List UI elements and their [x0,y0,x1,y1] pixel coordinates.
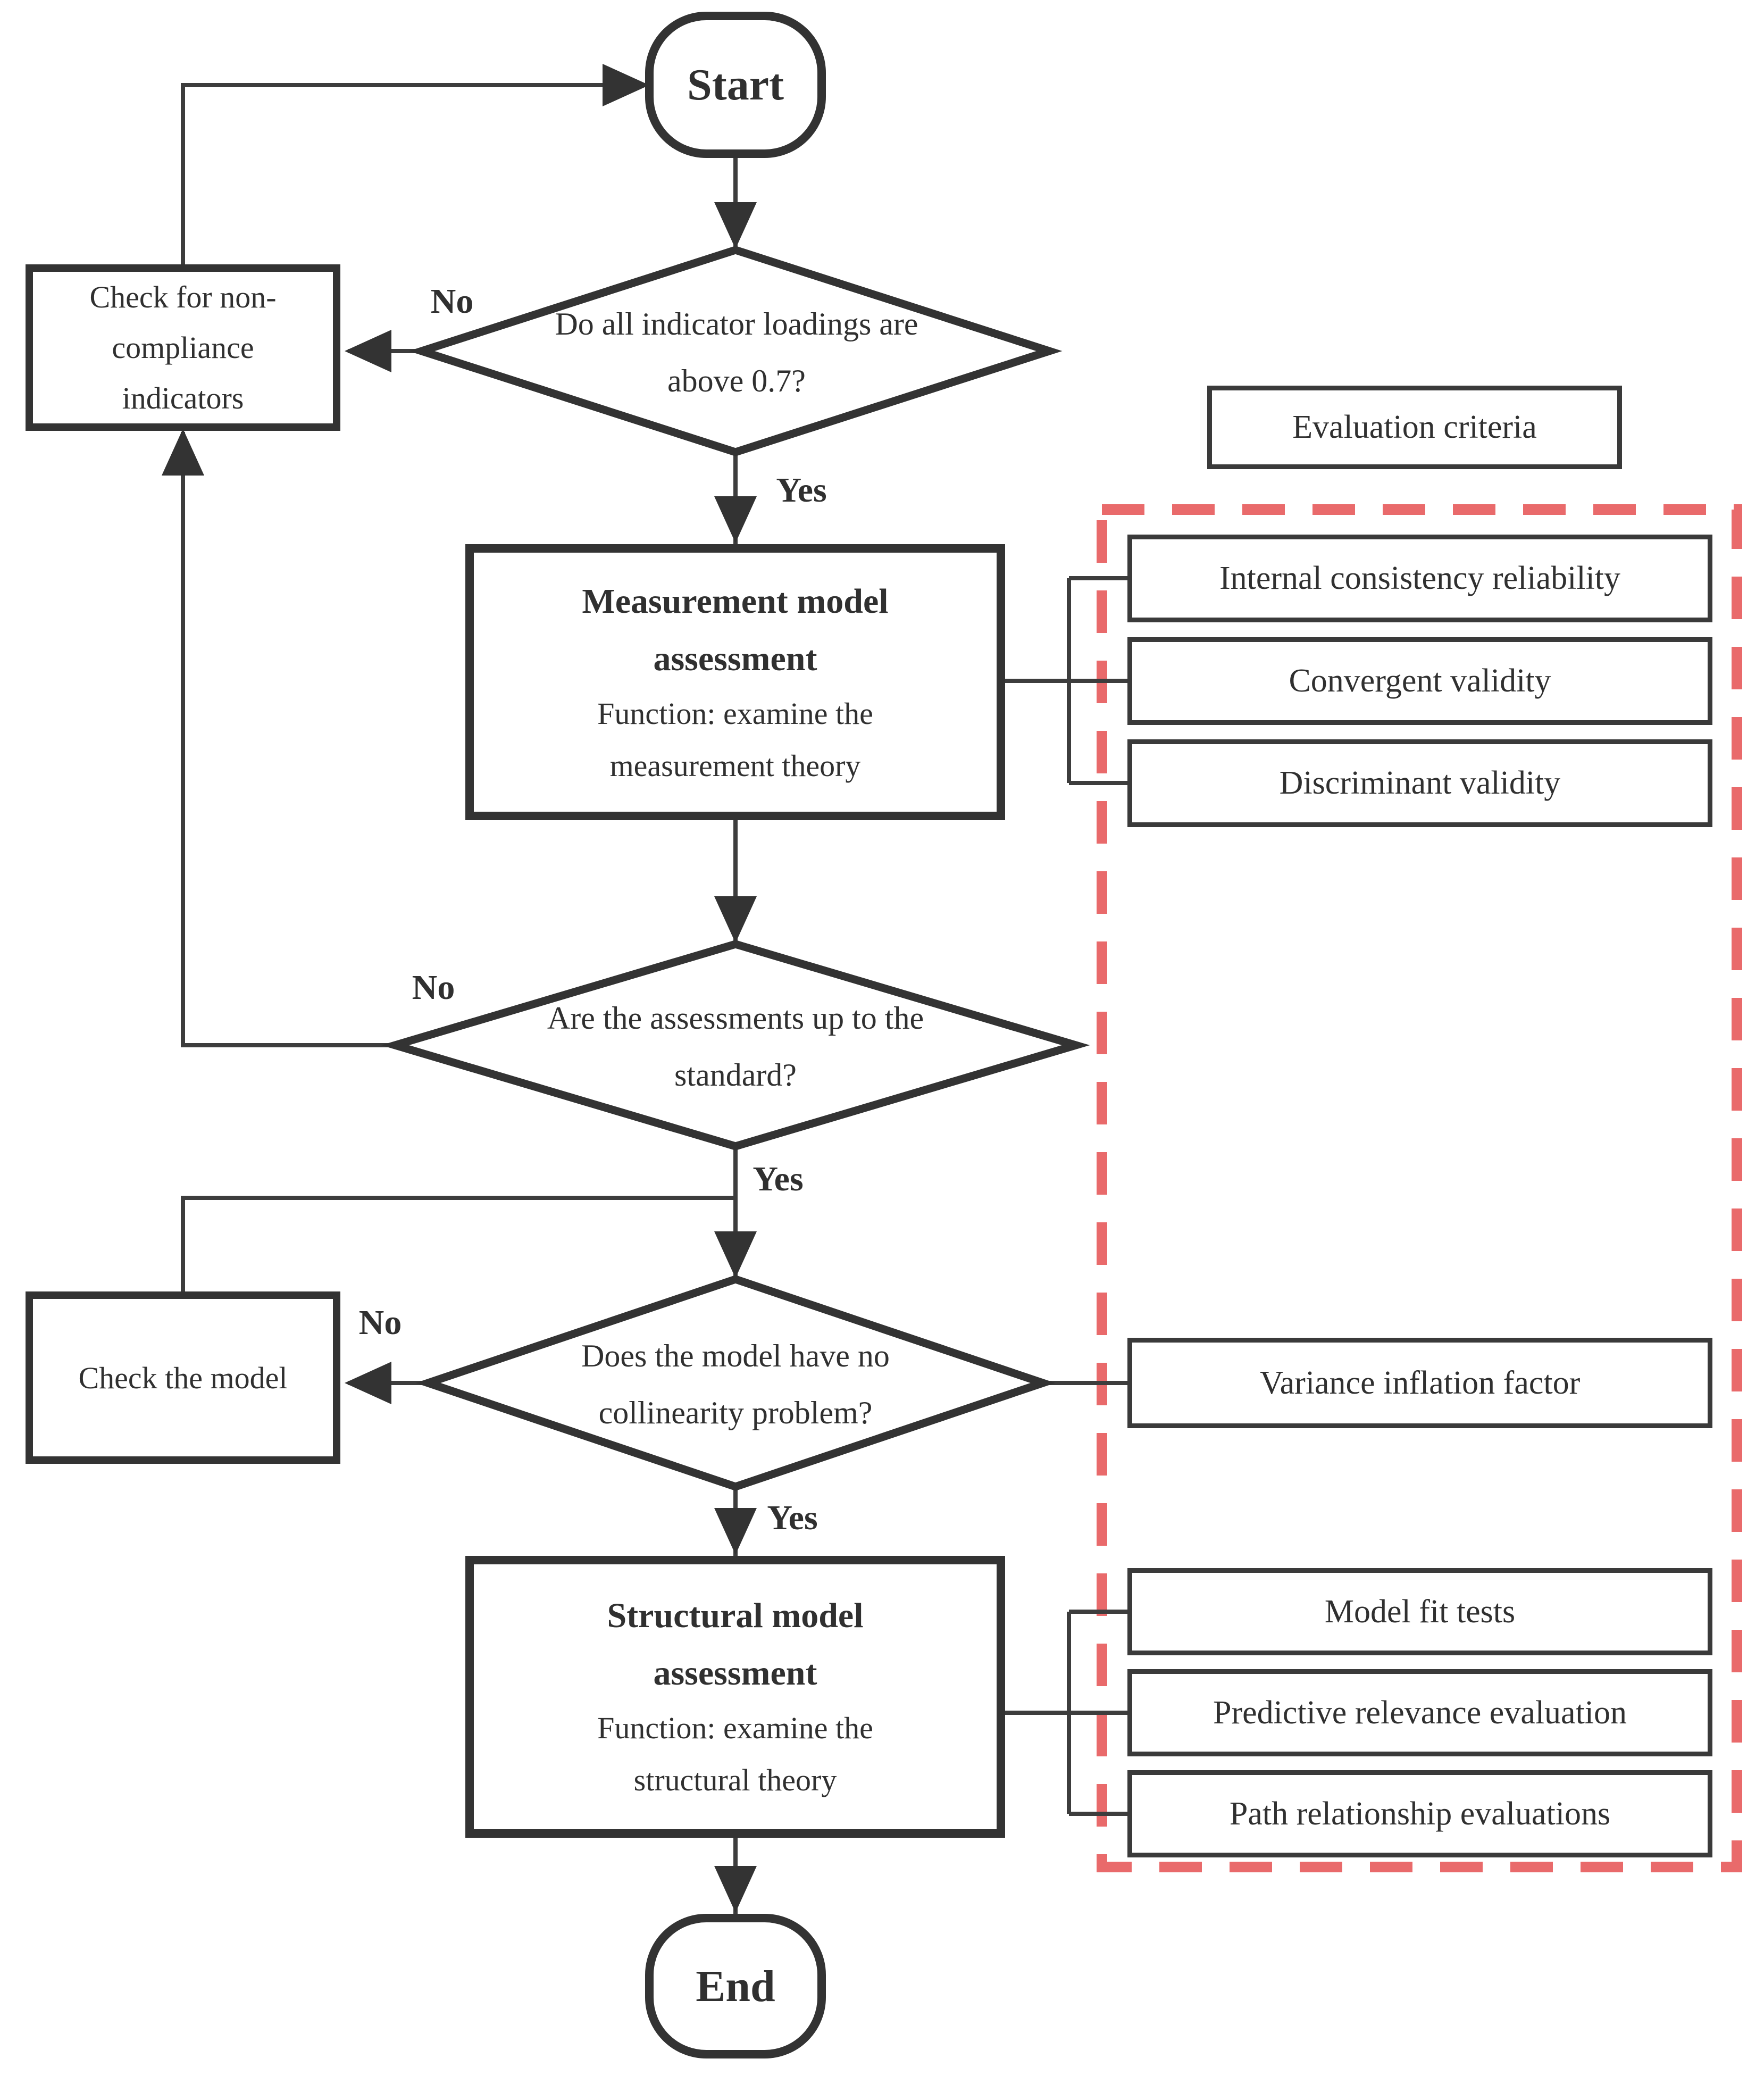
criteria-box-model-fit-tests: Model fit tests [1127,1568,1712,1655]
end-label: End [696,1961,775,2011]
criteria-box-convergent-validity: Convergent validity [1127,637,1712,725]
arrowhead-into-start [603,64,649,106]
check-model-node: Check the model [26,1291,340,1464]
decision1-diamond [408,246,1063,456]
decision2-line2: standard? [674,1057,797,1093]
check-noncompliance-line1: Check for non- [89,280,277,314]
criteria-box-path-relationship: Path relationship evaluations [1127,1770,1712,1857]
edge-checkmodel-feedback [181,1196,735,1291]
decision1-line1: Do all indicator loadings are [555,306,918,341]
check-model-label: Check the model [78,1360,288,1395]
decision3-line2: collinearity problem? [598,1395,873,1430]
decision3-line1: Does the model have no [581,1338,890,1373]
measurement-title-line1: Measurement model [582,581,889,621]
no-label: No [412,968,455,1007]
arrowhead-into-end [714,1866,757,1913]
criteria-label: Convergent validity [1289,663,1551,699]
edge-label-yes-decision2: Yes [728,1157,829,1202]
arrowhead-into-measurement [714,496,757,543]
criteria-label: Path relationship evaluations [1229,1795,1611,1832]
arrowhead-into-noncompliance-right [345,330,391,372]
edge-structural-criteria-bracket [1005,1610,1130,1816]
evaluation-criteria-dashed-border [1097,504,1742,1872]
structural-title-line1: Structural model [607,1596,864,1635]
decision1-text: Do all indicator loadings are above 0.7? [468,290,1005,415]
decision2-text: Are the assessments up to the standard? [431,984,1040,1109]
evaluation-criteria-title-box: Evaluation criteria [1207,386,1622,469]
arrowhead-into-decision3 [714,1231,757,1278]
check-noncompliance-node: Check for non- compliance indicators [26,264,340,431]
decision1-line2: above 0.7? [667,363,806,398]
decision2-line1: Are the assessments up to the [547,1000,924,1036]
yes-label: Yes [767,1498,818,1537]
edge-noncompliance-to-start [181,83,648,264]
structural-body-line2: structural theory [633,1763,837,1797]
criteria-label: Internal consistency reliability [1219,560,1621,596]
yes-label: Yes [776,471,827,510]
edge-label-no-decision1: No [402,279,503,324]
criteria-box-variance-inflation-factor: Variance inflation factor [1127,1338,1712,1428]
criteria-label: Model fit tests [1324,1593,1516,1630]
no-label: No [430,282,474,321]
arrowhead-into-noncompliance-bottom [162,429,204,476]
measurement-body-line2: measurement theory [609,748,861,783]
decision3-text: Does the model have no collinearity prob… [479,1322,992,1447]
criteria-label: Variance inflation factor [1259,1364,1581,1401]
criteria-label: Predictive relevance evaluation [1213,1694,1627,1731]
structural-title-line2: assessment [653,1654,817,1693]
edge-label-no-decision3: No [330,1301,431,1345]
criteria-box-predictive-relevance: Predictive relevance evaluation [1127,1669,1712,1756]
arrowhead-into-structural [714,1508,757,1555]
arrowhead-into-decision2 [714,896,757,943]
yes-label: Yes [753,1160,804,1198]
structural-body-line1: Function: examine the [597,1711,873,1745]
check-noncompliance-line3: indicators [122,381,244,415]
arrowhead-into-decision1 [714,202,757,249]
edge-label-yes-decision3: Yes [742,1496,843,1540]
check-noncompliance-line2: compliance [112,330,254,365]
measurement-body-line1: Function: examine the [597,696,873,731]
start-label: Start [687,60,784,110]
structural-model-node: Structural model assessment Function: ex… [465,1556,1005,1838]
decision3-diamond [415,1275,1056,1491]
edge-measurement-criteria-bracket [1005,576,1130,785]
edge-label-no-decision2: No [383,965,484,1010]
evaluation-criteria-title: Evaluation criteria [1292,409,1537,445]
end-node: End [645,1914,826,2058]
no-label: No [358,1303,402,1342]
edge-decision2-no-loop [181,432,395,1047]
criteria-box-internal-consistency: Internal consistency reliability [1127,535,1712,622]
start-node: Start [645,12,826,158]
edge-label-yes-decision1: Yes [751,468,852,513]
measurement-model-node: Measurement model assessment Function: e… [465,544,1005,820]
criteria-label: Discriminant validity [1279,765,1561,801]
measurement-title-line2: assessment [653,639,817,678]
decision2-diamond [381,940,1090,1151]
arrowhead-into-checkmodel [345,1362,391,1404]
criteria-box-discriminant-validity: Discriminant validity [1127,739,1712,827]
